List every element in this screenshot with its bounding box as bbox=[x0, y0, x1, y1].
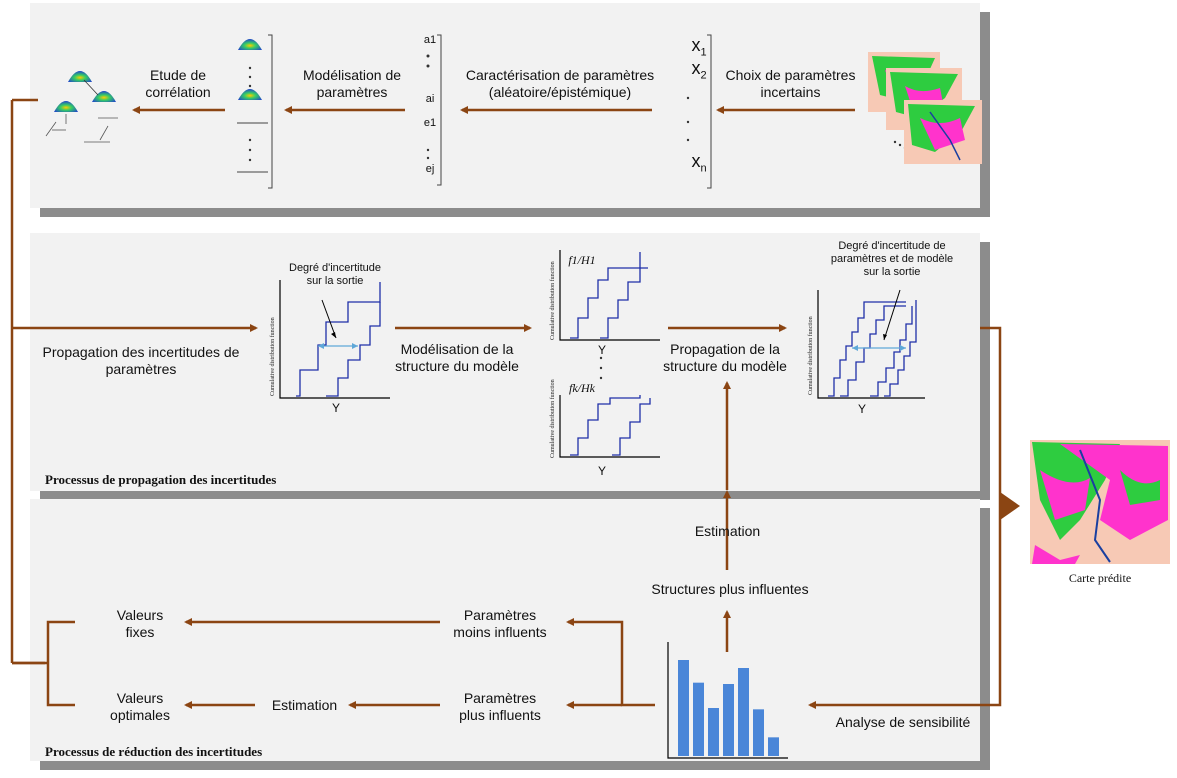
cdf-plot-f1 bbox=[559, 250, 660, 341]
cdf-plot-combined bbox=[817, 289, 925, 399]
cdf-plot-1 bbox=[279, 280, 390, 399]
label-degre-sortie: Degré d'incertitude sur la sortie bbox=[289, 262, 381, 287]
param-x1: x1 bbox=[691, 35, 707, 59]
sensitivity-bar bbox=[678, 660, 689, 756]
sensitivity-bar bbox=[753, 709, 764, 756]
big-output-arrow bbox=[1000, 492, 1020, 520]
sensitivity-bar bbox=[738, 668, 749, 756]
label-carte-predite: Carte prédite bbox=[1068, 571, 1132, 585]
param-a1: a1 bbox=[423, 34, 437, 46]
right-return-path bbox=[808, 326, 1002, 709]
cdf-axis-label-3: Cumulative distribution function bbox=[550, 379, 556, 458]
label-fk-hk: fk/Hk bbox=[569, 381, 595, 395]
bottom-panel bbox=[30, 499, 980, 761]
label-valeurs-optimales: Valeurs optimales bbox=[110, 690, 170, 723]
label-plus-influents: Paramètres plus influents bbox=[459, 690, 541, 723]
param-e1: e1 bbox=[423, 117, 437, 129]
section-title-propagation: Processus de propagation des incertitude… bbox=[45, 472, 277, 487]
cdf-plot-fk bbox=[559, 395, 660, 458]
gaussian-peaks bbox=[54, 39, 262, 112]
y-axis-label-3: Y bbox=[597, 464, 606, 478]
middle-arrows bbox=[12, 324, 787, 490]
param-ai: ai bbox=[425, 93, 435, 105]
label-degre-params-modele: Degré d'incertitude de paramètres et de … bbox=[830, 240, 954, 278]
label-analyse-sensibilite: Analyse de sensibilité bbox=[835, 714, 971, 730]
label-choix-parametres: Choix de paramètres incertains bbox=[725, 67, 856, 100]
sensitivity-bar bbox=[708, 708, 719, 756]
label-estimation-top: Estimation bbox=[694, 523, 761, 539]
label-caracterisation: Caractérisation de paramètres (aléatoire… bbox=[465, 67, 655, 100]
cdf-axis-label-4: Cumulative distribution function bbox=[808, 316, 814, 395]
sensitivity-bar-chart bbox=[667, 642, 788, 759]
param-x2: x2 bbox=[691, 58, 707, 82]
top-panel bbox=[30, 3, 980, 208]
middle-panel bbox=[30, 233, 980, 491]
input-maps bbox=[868, 52, 982, 164]
y-axis-label-1: Y bbox=[331, 401, 340, 415]
bottom-arrows bbox=[12, 490, 731, 709]
sensitivity-bar bbox=[723, 684, 734, 756]
cdf-axis-label-1: Cumulative distribution function bbox=[270, 317, 276, 396]
sensitivity-bar bbox=[693, 682, 704, 756]
left-flow-line bbox=[10, 98, 45, 665]
label-structures-influentes: Structures plus influentes bbox=[651, 581, 809, 597]
y-axis-label-2: Y bbox=[597, 343, 606, 357]
label-propagation-params: Propagation des incertitudes de paramètr… bbox=[42, 344, 240, 377]
y-axis-label-4: Y bbox=[857, 402, 866, 416]
param-ej: ej bbox=[425, 163, 435, 175]
section-title-reduction: Processus de réduction des incertitudes bbox=[45, 744, 263, 759]
sensitivity-bar bbox=[768, 737, 779, 756]
distribution-bracket bbox=[237, 34, 712, 189]
label-moins-influents: Paramètres moins influents bbox=[453, 607, 547, 640]
label-f1-h1: f1/H1 bbox=[568, 253, 596, 267]
vertical-dots-middle bbox=[599, 356, 603, 380]
param-xn: xn bbox=[691, 151, 707, 175]
label-valeurs-fixes: Valeurs fixes bbox=[116, 607, 164, 640]
label-modelisation-structure: Modélisation de la structure du modèle bbox=[395, 341, 519, 374]
correlation-stubs bbox=[45, 114, 118, 143]
label-propagation-structure: Propagation de la structure du modèle bbox=[663, 341, 787, 374]
label-estimation: Estimation bbox=[271, 697, 338, 713]
cdf-axis-label-2: Cumulative distribution function bbox=[550, 261, 556, 340]
label-etude-correlation: Etude de corrélation bbox=[145, 67, 211, 100]
predicted-map bbox=[1030, 440, 1170, 564]
label-modelisation-parametres: Modélisation de paramètres bbox=[302, 67, 402, 100]
